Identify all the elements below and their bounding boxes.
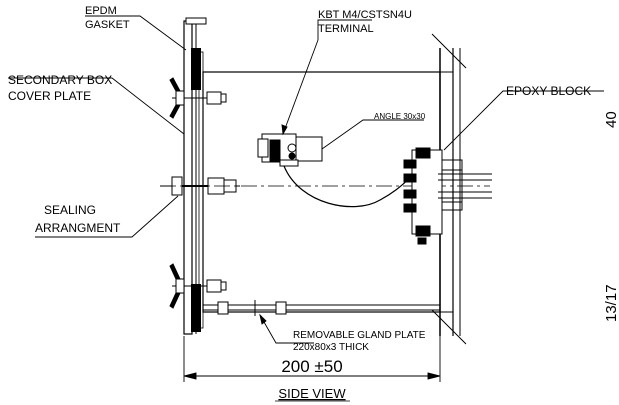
epdm-gasket — [191, 48, 204, 332]
angle-label: ANGLE 30x30 — [374, 112, 426, 121]
view-title: SIDE VIEW — [278, 386, 346, 401]
sealing-label-line2: ARRANGMENT — [35, 221, 121, 235]
epoxy-block — [403, 147, 492, 245]
epoxy-label: EPOXY BLOCK — [506, 84, 591, 98]
terminal-label-line1: KBT M4/CSTSN4U — [318, 9, 412, 21]
gland-label-line1: REMOVABLE GLAND PLATE — [293, 330, 426, 341]
cable — [283, 165, 411, 208]
gland-plate — [203, 300, 440, 316]
sealing-label-line1: SEALING — [44, 203, 96, 217]
bolt-bottom — [169, 263, 227, 309]
cover-label-line1: SECONDARY BOX — [8, 73, 112, 87]
terminal-label-line2: TERMINAL — [318, 23, 374, 35]
edge-text-upper: 40 — [603, 111, 619, 128]
gland-label-line2: 220x80x3 THICK — [293, 342, 369, 353]
cover-label-line2: COVER PLATE — [8, 89, 91, 103]
dimension-line — [183, 336, 441, 382]
leader-lines — [8, 15, 604, 344]
terminal-assembly — [257, 133, 323, 167]
edge-text-lower: 13/17 — [603, 284, 619, 322]
epdm-label-line2: GASKET — [85, 19, 130, 31]
gasket-top-cap — [185, 17, 207, 25]
cover-plate — [183, 20, 193, 335]
bolt-top — [169, 77, 227, 119]
dimension-value: 200 ±50 — [281, 357, 342, 376]
epdm-label-line1: EPDM — [85, 5, 117, 17]
